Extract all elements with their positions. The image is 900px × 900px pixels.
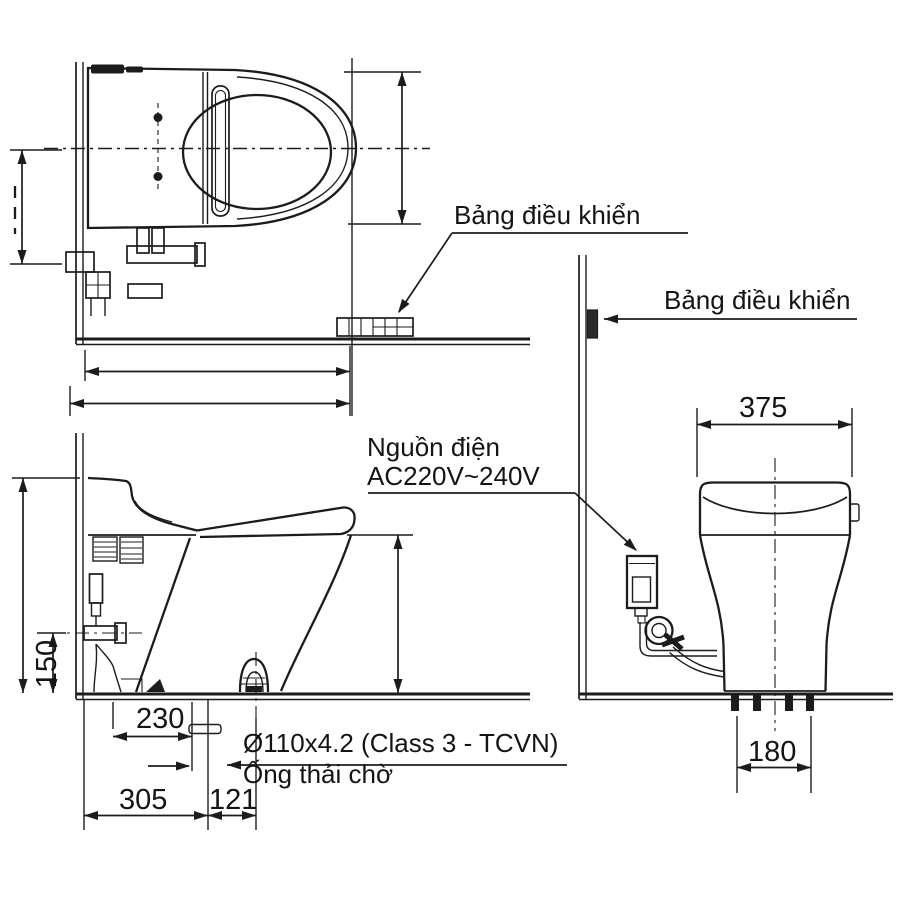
arrowhead xyxy=(18,478,28,492)
arrowhead xyxy=(194,811,208,820)
supply-plumbing-side xyxy=(48,573,165,693)
arrowhead xyxy=(208,811,222,820)
bolt-dot xyxy=(153,172,163,181)
body-left-side xyxy=(698,534,726,692)
label-power-source-line2: AC220V~240V xyxy=(367,460,540,491)
hinge-strip-inner xyxy=(214,89,227,213)
toilet-outline-side xyxy=(87,476,356,539)
lid-inner-line xyxy=(134,500,173,523)
back-trim xyxy=(126,66,143,73)
pedestal-front-slant xyxy=(279,534,353,692)
label-control-panel-front: Bảng điều khiển xyxy=(664,285,851,315)
bolt-dot xyxy=(153,113,163,122)
power-source-leader xyxy=(368,492,637,551)
toilet-outline-top xyxy=(86,66,358,230)
body-right-side xyxy=(824,534,852,692)
arrowhead xyxy=(85,367,99,376)
tank-cover xyxy=(698,481,852,535)
fixing-bolt xyxy=(785,694,793,711)
label-drain-pipe: Ống thải chờ xyxy=(243,759,394,789)
remote-keypad xyxy=(336,317,414,337)
arrowhead xyxy=(737,763,751,772)
arrowhead xyxy=(18,679,28,693)
arrowhead xyxy=(623,538,637,551)
power-transformer xyxy=(625,554,659,624)
arrowhead xyxy=(48,633,58,647)
side-view-dimensions xyxy=(12,477,567,830)
waste-stub xyxy=(188,723,222,735)
fixing-bolt xyxy=(753,694,761,711)
arrowhead xyxy=(697,420,711,429)
trap-outlet xyxy=(238,657,270,693)
arrowhead xyxy=(17,250,27,264)
fixing-bolt xyxy=(731,694,739,711)
dim-wall-to-supply: 230 xyxy=(136,703,185,735)
arrowhead xyxy=(797,763,811,772)
label-control-panel-top: Bảng điều khiển xyxy=(454,200,641,230)
arrowhead xyxy=(17,150,27,164)
arrowhead xyxy=(393,679,403,693)
back-trim xyxy=(91,64,124,74)
arrowhead xyxy=(70,399,84,408)
arrowhead xyxy=(242,811,256,820)
hinge-strip xyxy=(211,85,230,217)
hose-hub xyxy=(644,615,674,646)
arrowhead xyxy=(838,420,852,429)
pedestal-back-slant xyxy=(134,537,192,693)
side-tab xyxy=(849,503,860,522)
arrowhead xyxy=(604,314,618,324)
supply-plumbing-top xyxy=(65,227,206,316)
dim-outlet-span: 121 xyxy=(209,784,258,816)
seat-opening xyxy=(181,93,333,211)
arrowhead xyxy=(113,732,127,741)
supply-hose xyxy=(639,615,725,678)
drain-pipe-leader xyxy=(227,760,567,770)
arrowhead xyxy=(393,535,403,549)
dim-supply-height: 150 xyxy=(31,639,63,689)
arrowhead xyxy=(397,72,407,86)
wall-control-panel xyxy=(586,309,599,339)
control-panel-top-leader xyxy=(398,232,688,313)
arrowhead xyxy=(178,732,192,741)
dim-wall-to-outlet: 305 xyxy=(119,784,168,816)
label-power-source: Nguồn điện AC220V~240V xyxy=(367,433,540,490)
fixing-bolt xyxy=(806,694,814,711)
hose-clamp xyxy=(663,632,684,651)
arrowhead xyxy=(48,679,58,693)
arrowhead xyxy=(336,367,350,376)
arrowhead xyxy=(176,761,190,771)
label-drain-pipe-spec: Ø110x4.2 (Class 3 - TCVN) xyxy=(243,728,559,758)
arrowhead xyxy=(336,399,350,408)
dim-seat-width: 375 xyxy=(739,392,788,424)
vent-grille xyxy=(92,536,144,564)
arrowhead xyxy=(398,298,410,313)
label-power-source-line1: Nguồn điện xyxy=(367,432,500,462)
front-view-dimensions xyxy=(368,314,857,793)
front-view xyxy=(578,255,893,731)
dim-bolt-spacing: 180 xyxy=(748,736,797,768)
top-view-dimensions xyxy=(10,58,421,416)
top-view xyxy=(44,62,530,346)
arrowhead xyxy=(397,210,407,224)
arrowhead xyxy=(84,811,98,820)
